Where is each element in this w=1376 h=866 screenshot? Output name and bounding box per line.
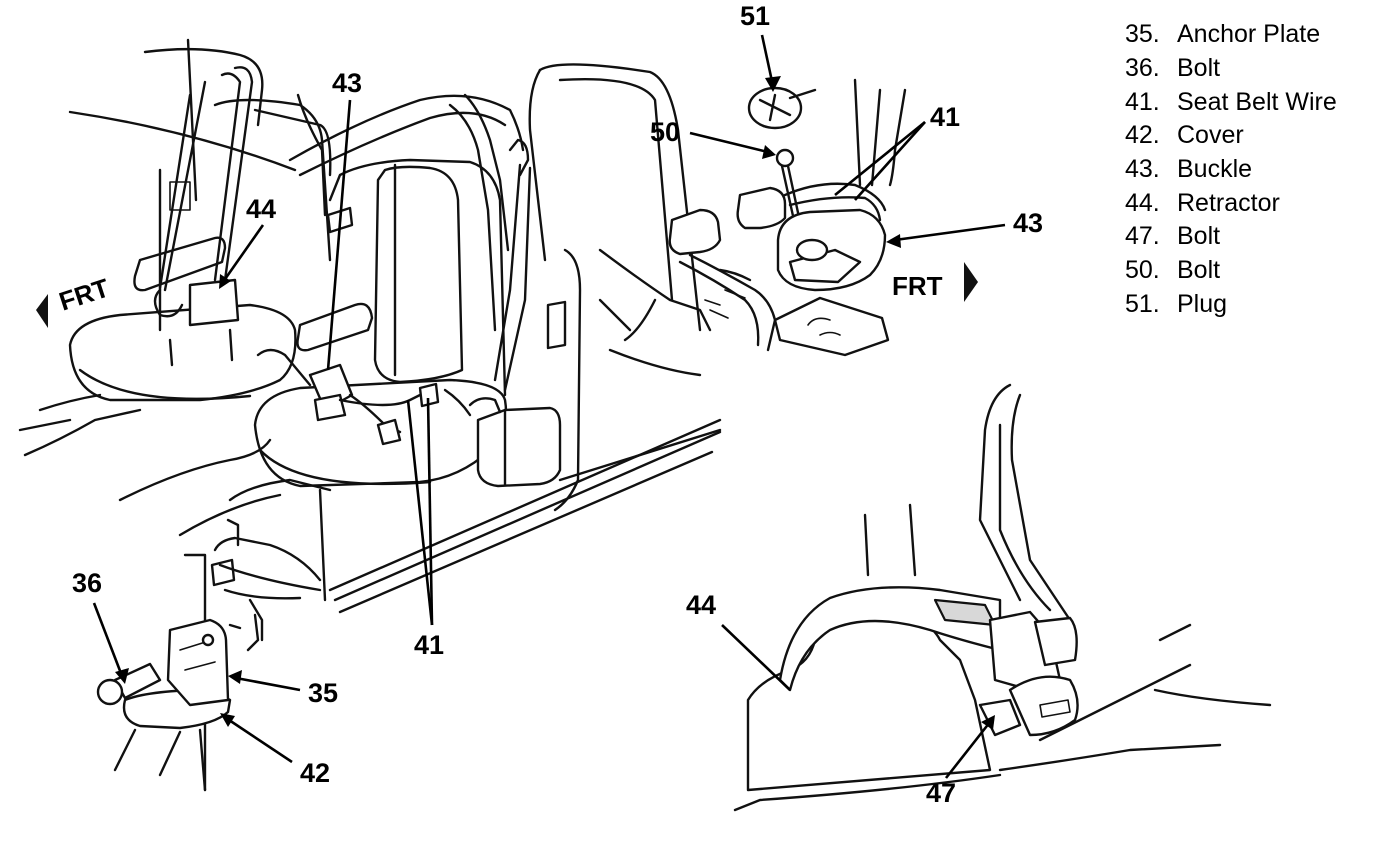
legend-item-label: Bolt xyxy=(1177,256,1221,285)
callout-47: 47 xyxy=(926,778,957,808)
legend-item: 51. Plug xyxy=(1125,288,1370,322)
legend-item: 50. Bolt xyxy=(1125,254,1370,288)
retractor-detail xyxy=(733,383,1272,812)
legend-item-number: 43. xyxy=(1125,155,1160,184)
legend-item-number: 36. xyxy=(1125,54,1160,83)
callout-51: 51 xyxy=(740,1,771,31)
legend-item: 43. Buckle xyxy=(1125,153,1370,187)
legend-item-number: 50. xyxy=(1125,256,1160,285)
legend-item-label: Bolt xyxy=(1177,54,1221,83)
legend-item: 41. Seat Belt Wire xyxy=(1125,85,1370,119)
callout-41-main: 41 xyxy=(414,630,445,660)
callout-44-main: 44 xyxy=(246,194,277,224)
legend-item-label: Plug xyxy=(1177,289,1228,318)
legend-item-label: Bolt xyxy=(1177,222,1221,251)
callout-35: 35 xyxy=(308,678,339,708)
legend-item: 36. Bolt xyxy=(1125,52,1370,86)
legend-item-number: 51. xyxy=(1125,289,1160,318)
frt-arrows xyxy=(36,262,978,328)
frt-label-inset: FRT xyxy=(892,271,943,301)
buckle-detail xyxy=(668,78,907,357)
legend-item-number: 42. xyxy=(1125,121,1160,150)
callout-44-inset: 44 xyxy=(686,590,717,620)
frt-left-arrow-icon xyxy=(36,294,48,328)
legend-item-label: Retractor xyxy=(1177,188,1280,217)
cab-illustration xyxy=(18,38,722,614)
legend-item-label: Cover xyxy=(1177,121,1244,150)
callout-43-main: 43 xyxy=(332,68,363,98)
legend-item-number: 47. xyxy=(1125,222,1160,251)
legend-item-label: Buckle xyxy=(1177,155,1253,184)
callout-42: 42 xyxy=(300,758,331,788)
legend-item-label: Anchor Plate xyxy=(1177,20,1321,49)
legend-item-number: 41. xyxy=(1125,87,1160,116)
callout-36: 36 xyxy=(72,568,103,598)
legend-item: 47. Bolt xyxy=(1125,220,1370,254)
callout-43-inset: 43 xyxy=(1013,208,1044,238)
legend-item-label: Seat Belt Wire xyxy=(1177,87,1337,116)
legend-item: 42. Cover xyxy=(1125,119,1370,153)
leader-lines xyxy=(92,34,1006,779)
callout-50: 50 xyxy=(650,117,681,147)
legend-item-number: 44. xyxy=(1125,188,1160,217)
legend-item-number: 35. xyxy=(1125,20,1160,49)
frt-right-arrow-icon xyxy=(964,262,978,302)
callout-41-inset: 41 xyxy=(930,102,961,132)
legend-item: 44. Retractor xyxy=(1125,186,1370,220)
legend-item: 35. Anchor Plate xyxy=(1125,18,1370,52)
anchor-detail xyxy=(96,553,264,792)
